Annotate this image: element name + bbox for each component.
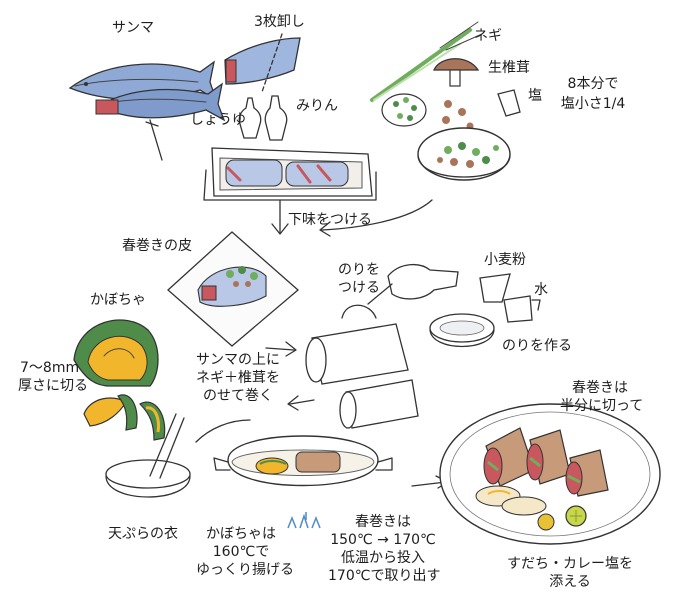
label-roll-1: サンマの上に bbox=[196, 352, 280, 368]
label-thickness-1: 7〜8mm bbox=[20, 360, 80, 376]
tray-icon bbox=[203, 147, 377, 201]
label-serve-2: 添える bbox=[549, 574, 591, 590]
arrow-icon bbox=[319, 199, 433, 237]
label-negi: ネギ bbox=[474, 28, 502, 44]
arrow-icon bbox=[265, 341, 297, 357]
wrapper-icon bbox=[167, 231, 299, 347]
label-saury: サンマ bbox=[112, 20, 154, 36]
label-fry-kabocha-2: 160℃で bbox=[212, 544, 270, 560]
label-fry-kabocha-1: かぼちゃは bbox=[206, 526, 276, 542]
label-fillet: 3枚卸し bbox=[254, 14, 305, 30]
fillet-icon bbox=[224, 33, 301, 93]
label-salt: 塩 bbox=[528, 88, 542, 104]
water-pitcher-icon bbox=[503, 295, 541, 323]
flame-icon bbox=[287, 512, 321, 529]
frying-pot-icon bbox=[213, 435, 393, 487]
spring-roll-icon bbox=[305, 304, 419, 429]
kabocha-icon bbox=[73, 319, 159, 387]
label-apply-paste-1: のりを bbox=[338, 262, 380, 278]
serving-plate-icon bbox=[439, 403, 661, 545]
arrow-icon bbox=[287, 395, 315, 411]
label-apply-paste-2: つける bbox=[338, 280, 380, 296]
label-fry-roll-2: 150℃ → 170℃ bbox=[330, 532, 436, 548]
mixing-bowl-icon bbox=[417, 127, 511, 181]
label-batter: 天ぷらの衣 bbox=[108, 526, 178, 542]
label-fry-kabocha-3: ゆっくり揚げる bbox=[196, 562, 294, 578]
label-marinate: 下味をつける bbox=[288, 212, 372, 228]
negi-icon bbox=[370, 21, 483, 102]
label-thickness-2: 厚さに切る bbox=[18, 378, 88, 394]
hand-icon bbox=[367, 264, 459, 305]
label-fry-roll-3: 低温から投入 bbox=[341, 550, 425, 566]
label-salt-amount-2: 塩小さ1/4 bbox=[560, 96, 626, 112]
label-fry-roll-1: 春巻きは bbox=[355, 514, 411, 530]
kabocha-slices-icon bbox=[83, 394, 166, 441]
flour-icon bbox=[479, 273, 511, 303]
label-shoyu: しょうゆ bbox=[190, 112, 246, 128]
arrow-icon bbox=[195, 419, 251, 443]
batter-bowl-icon bbox=[105, 413, 191, 498]
soy-bottle-icon bbox=[238, 97, 262, 139]
label-flour: 小麦粉 bbox=[484, 252, 526, 268]
label-wrapper: 春巻きの皮 bbox=[122, 238, 192, 254]
arrow-icon bbox=[271, 199, 289, 235]
label-mirin: みりん bbox=[296, 98, 338, 114]
saury-fish-icon bbox=[68, 60, 226, 161]
paste-bowl-icon bbox=[429, 313, 495, 348]
label-salt-amount-1: 8本分で bbox=[567, 76, 619, 92]
label-make-paste: のりを作る bbox=[502, 338, 572, 354]
label-roll-2: ネギ＋椎茸を bbox=[196, 370, 280, 386]
mirin-bottle-icon bbox=[264, 95, 288, 141]
chopped-pile bbox=[381, 93, 474, 130]
label-roll-3: のせて巻く bbox=[203, 388, 273, 404]
label-water: 水 bbox=[534, 282, 548, 298]
label-halve-2: 半分に切って bbox=[560, 398, 644, 414]
label-serve-1: すだち・カレー塩を bbox=[507, 556, 633, 572]
label-shiitake: 生椎茸 bbox=[488, 60, 530, 76]
label-halve-1: 春巻きは bbox=[572, 380, 628, 396]
shiitake-icon bbox=[433, 58, 480, 87]
label-kabocha: かぼちゃ bbox=[90, 292, 146, 308]
label-fry-roll-4: 170℃で取り出す bbox=[328, 568, 441, 584]
salt-shaker-icon bbox=[497, 89, 521, 117]
